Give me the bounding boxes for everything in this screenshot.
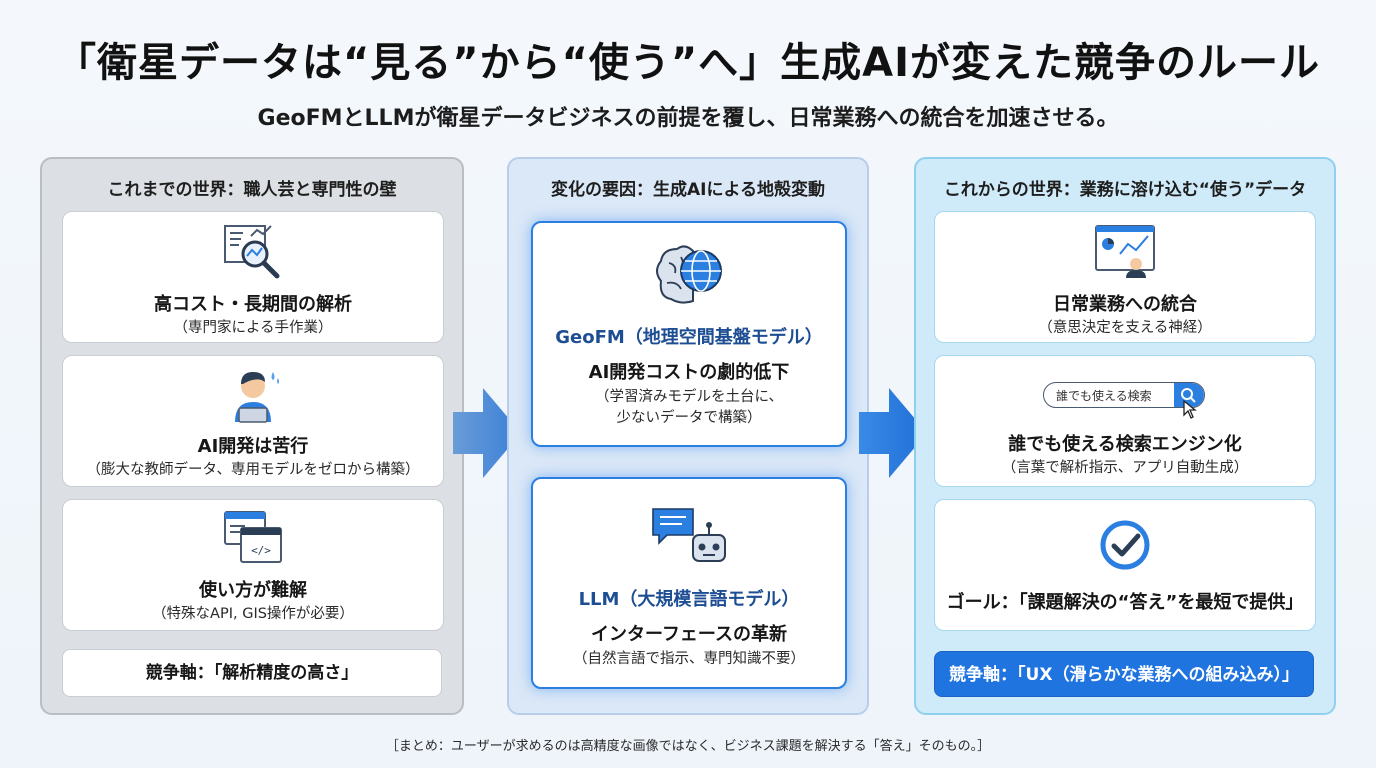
card-geofm-sub-1: （学習済みモデルを土台に、 (594, 389, 784, 405)
card-ai-dev-hard-sub: （膨大な教師データ、専用モデルをゼロから構築） (86, 462, 420, 478)
card-search-engine-sub: （言葉で解析指示、アプリ自動生成） (1001, 460, 1249, 476)
card-geofm-tag: GeoFM（地理空間基盤モデル） (555, 327, 823, 348)
card-llm: LLM（大規模言語モデル） インターフェースの革新 （自然言語で指示、専門知識不… (531, 477, 847, 689)
search-icon[interactable] (1174, 383, 1204, 407)
panel-before: これまでの世界：職人芸と専門性の壁 高コスト・長期間の解析 （専門家による手作業… (40, 157, 464, 715)
card-search-engine-title: 誰でも使える検索エンジン化 (1008, 434, 1242, 455)
card-high-cost-title: 高コスト・長期間の解析 (154, 294, 352, 315)
panel-before-heading: これまでの世界：職人芸と専門性の壁 (107, 180, 397, 200)
card-llm-title: インターフェースの革新 (590, 624, 788, 645)
card-ai-dev-hard-title: AI開発は苦行 (197, 436, 309, 457)
search-input[interactable]: 誰でも使える検索 (1043, 382, 1205, 408)
brain-globe-icon (651, 241, 727, 313)
card-high-cost: 高コスト・長期間の解析 （専門家による手作業） (62, 211, 444, 343)
card-search-engine: 誰でも使える検索 誰でも使える検索エンジン化 （言葉で解析指示、アプリ自動生成） (934, 355, 1316, 487)
card-hard-to-use: </> 使い方が難解 （特殊なAPI, GIS操作が必要） (62, 499, 444, 631)
panel-after: これからの世界：業務に溶け込む“使う”データ 日常業務への統合 （意思決定を支え… (914, 157, 1336, 715)
axis-after: 競争軸：「UX（滑らかな業務への組み込み）」 (934, 651, 1314, 697)
card-goal: ゴール：「課題解決の“答え”を最短で提供」 (934, 499, 1316, 631)
card-llm-sub: （自然言語で指示、専門知識不要） (573, 651, 805, 667)
card-goal-title: ゴール：「課題解決の“答え”を最短で提供」 (946, 592, 1304, 613)
svg-text:</>: </> (251, 544, 271, 557)
stressed-developer-icon (221, 364, 285, 428)
card-llm-tag: LLM（大規模言語モデル） (578, 589, 800, 610)
panel-cause: 変化の要因：生成AIによる地殻変動 GeoFM（地理空間基盤モデル） AI開発コ… (507, 157, 869, 715)
page-title: 「衛星データは“見る”から“使う”へ」生成AIが変えた競争のルール (56, 40, 1320, 86)
axis-before: 競争軸：「解析精度の高さ」 (62, 649, 442, 697)
cursor-icon (1183, 399, 1199, 424)
card-integration: 日常業務への統合 （意思決定を支える神経） (934, 211, 1316, 343)
card-geofm: GeoFM（地理空間基盤モデル） AI開発コストの劇的低下 （学習済みモデルを土… (531, 221, 847, 447)
card-integration-sub: （意思決定を支える神経） (1038, 320, 1212, 336)
check-circle-icon (1098, 518, 1152, 576)
card-hard-to-use-sub: （特殊なAPI, GIS操作が必要） (152, 606, 354, 622)
card-geofm-sub-2: 少ないデータで構築） (616, 410, 762, 426)
card-integration-title: 日常業務への統合 (1053, 294, 1197, 315)
code-window-icon: </> (221, 508, 285, 572)
card-high-cost-sub: （専門家による手作業） (173, 320, 333, 336)
magnifier-analysis-icon (221, 222, 285, 284)
page-subtitle: GeoFMとLLMが衛星データビジネスの前提を覆し、日常業務への統合を加速させる… (257, 106, 1119, 131)
panel-cause-heading: 変化の要因：生成AIによる地殻変動 (551, 180, 825, 200)
chatbot-icon (649, 505, 729, 573)
card-ai-dev-hard: AI開発は苦行 （膨大な教師データ、専用モデルをゼロから構築） (62, 355, 444, 487)
card-geofm-title: AI開発コストの劇的低下 (588, 362, 790, 383)
search-input-text: 誰でも使える検索 (1056, 389, 1152, 403)
arrow-right-icon (453, 386, 523, 484)
panel-after-heading: これからの世界：業務に溶け込む“使う”データ (943, 180, 1307, 200)
card-hard-to-use-title: 使い方が難解 (199, 580, 307, 601)
dashboard-user-icon (1092, 222, 1158, 284)
summary-footer: ［まとめ：ユーザーが求めるのは高精度な画像ではなく、ビジネス課題を解決する「答え… (385, 739, 991, 754)
arrow-right-icon (859, 386, 929, 484)
